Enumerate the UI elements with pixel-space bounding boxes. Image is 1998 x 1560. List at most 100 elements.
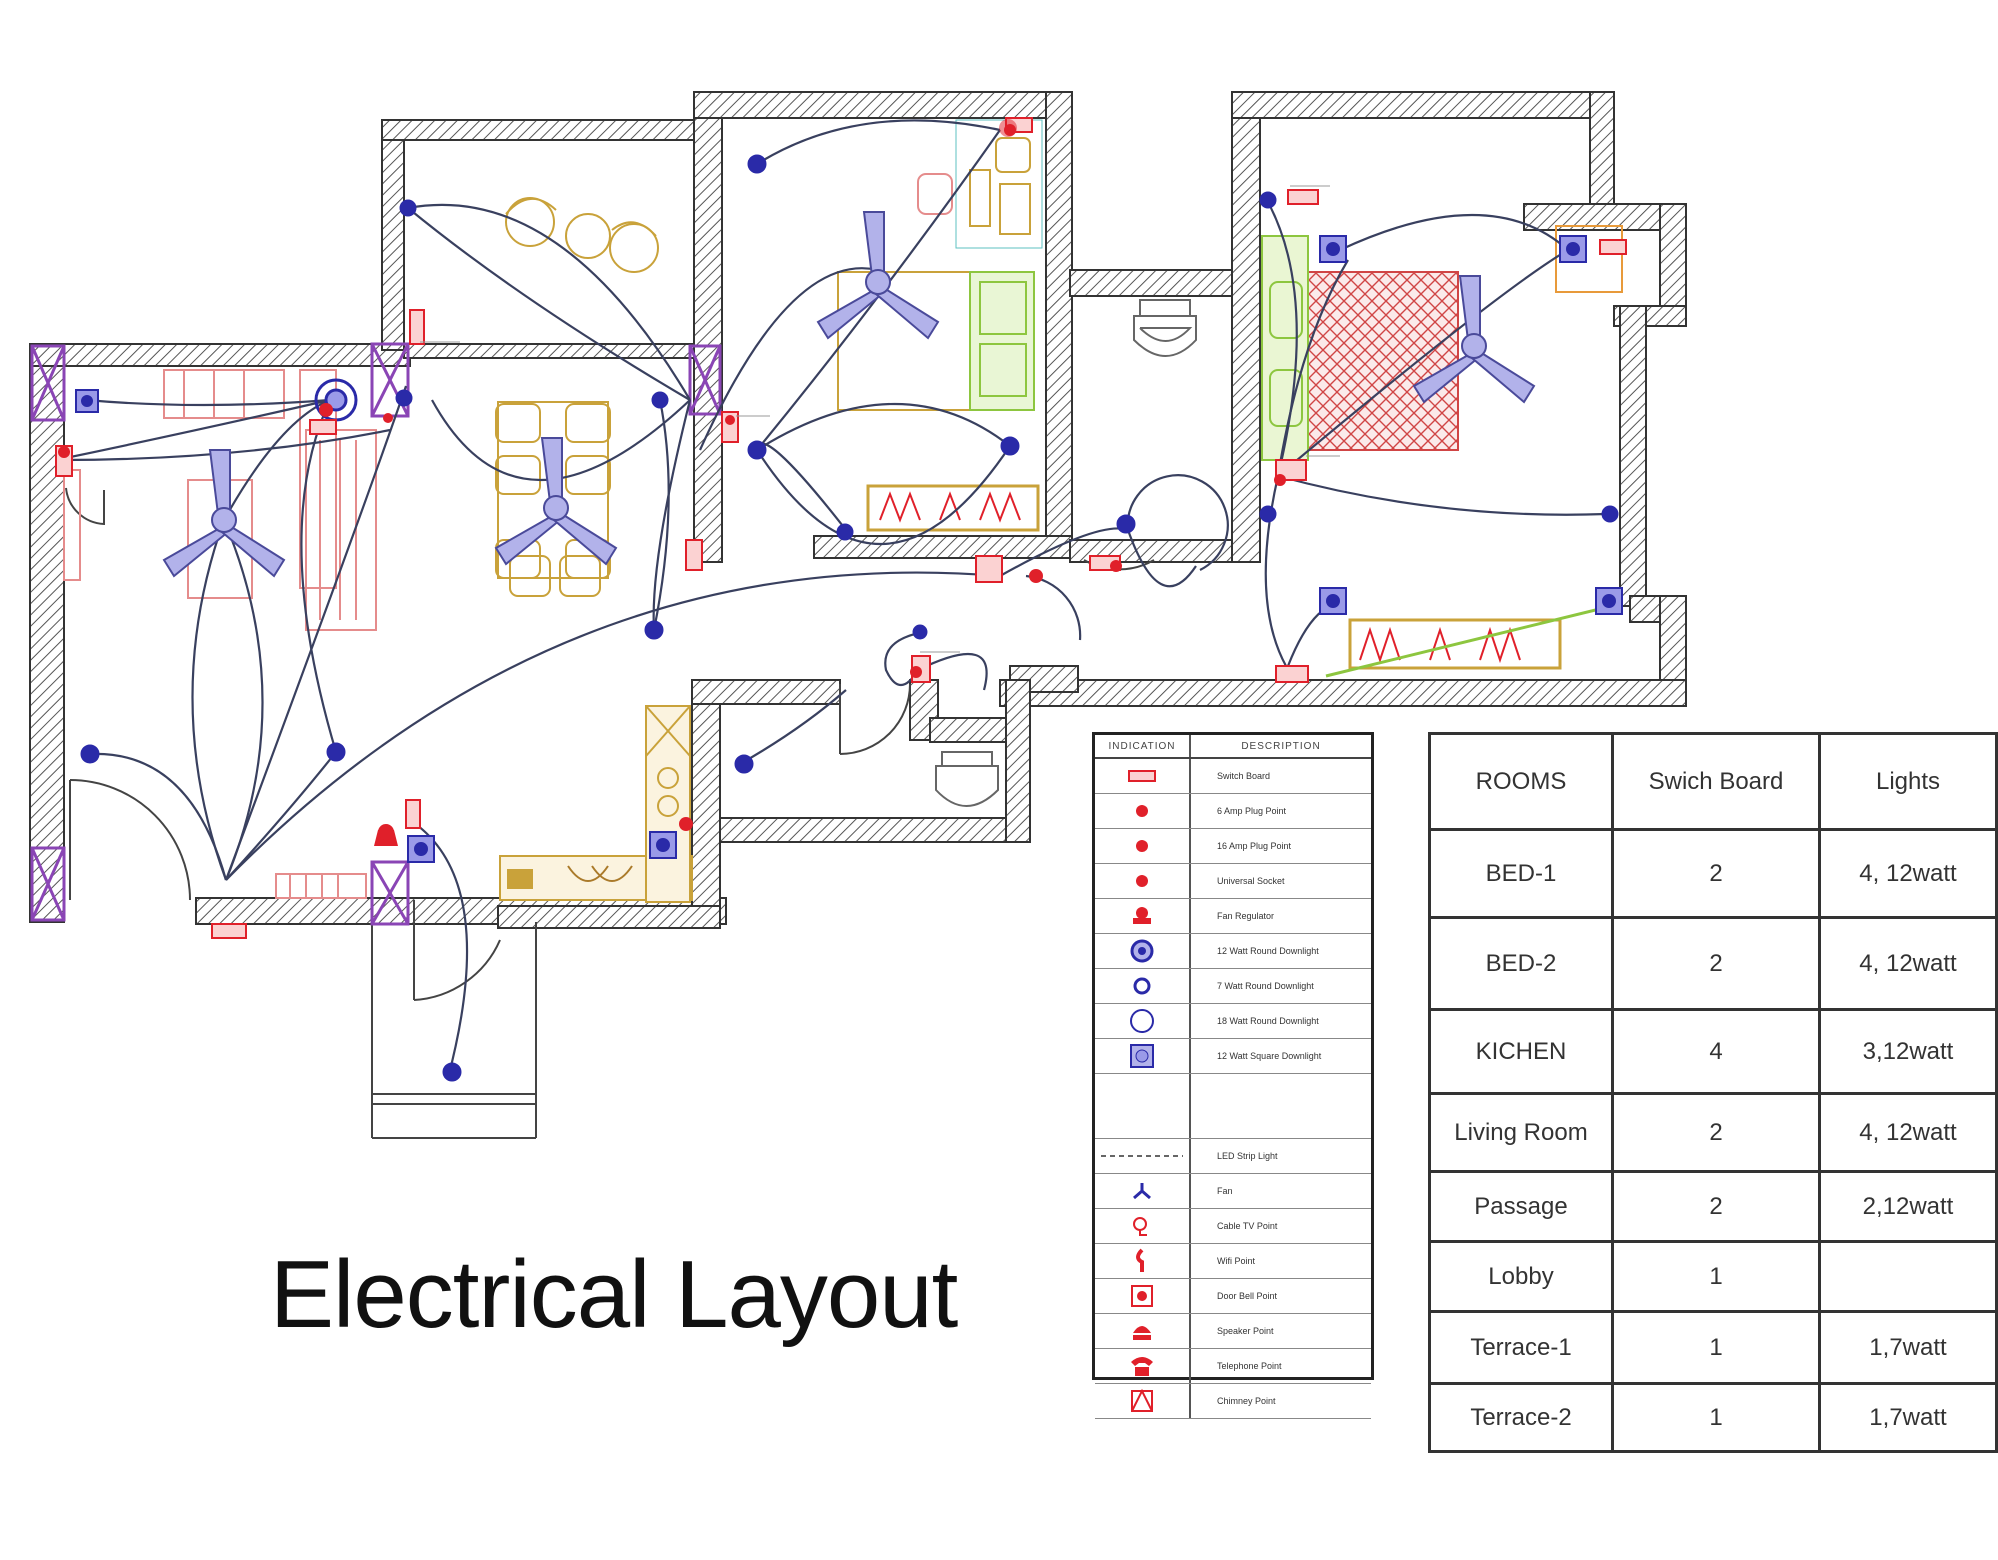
wall-segment [693, 91, 1073, 119]
switch-board-icon [1095, 759, 1191, 793]
wall-segment [1005, 679, 1031, 843]
downlight-7w-round-icon [1095, 969, 1191, 1003]
terrace-chairs [505, 197, 659, 273]
legend-label: 12 Watt Square Downlight [1217, 1051, 1322, 1061]
wall-segment [1619, 305, 1647, 607]
wifi-point-icon [1095, 1244, 1191, 1278]
wall-segment [1069, 269, 1241, 297]
blank-icon [1095, 1074, 1191, 1138]
table-cell: 4, 12watt [1818, 828, 1998, 919]
square-downlights [75, 235, 1623, 863]
legend-row: 12 Watt Square Downlight [1095, 1039, 1371, 1074]
furniture [63, 119, 1623, 903]
legend-row: Fan Regulator [1095, 899, 1371, 934]
universal-socket-icon [1095, 864, 1191, 898]
led-strip-icon [1095, 1139, 1191, 1173]
table-cell: Living Room [1428, 1092, 1614, 1173]
rooms-table-header-cell: Lights [1818, 732, 1998, 831]
toilet-1 [1133, 299, 1197, 357]
table-cell: 3,12watt [1818, 1008, 1998, 1095]
table-cell: 1 [1611, 1382, 1821, 1453]
legend-header-description: DESCRIPTION [1241, 740, 1321, 752]
table-cell: 1,7watt [1818, 1310, 1998, 1385]
table-cell: 1 [1611, 1310, 1821, 1385]
shoe-rack [275, 873, 367, 899]
legend-label: Universal Socket [1217, 876, 1285, 886]
legend-row: Cable TV Point [1095, 1209, 1371, 1244]
wall-segment [693, 91, 723, 563]
legend-row: 18 Watt Round Downlight [1095, 1004, 1371, 1039]
legend-row: Universal Socket [1095, 864, 1371, 899]
legend-label: Telephone Point [1217, 1361, 1282, 1371]
rooms-table-header-cell: Swich Board [1611, 732, 1821, 831]
table-cell: Terrace-1 [1428, 1310, 1614, 1385]
table-cell: Terrace-2 [1428, 1382, 1614, 1453]
wall-segment [497, 905, 721, 929]
table-cell: 2,12watt [1818, 1170, 1998, 1243]
legend-label: 12 Watt Round Downlight [1217, 946, 1319, 956]
legend-row: Telephone Point [1095, 1349, 1371, 1384]
table-cell: 2 [1611, 1092, 1821, 1173]
table-cell: KICHEN [1428, 1008, 1614, 1095]
bed-1-furniture [837, 119, 1043, 532]
legend-label: 6 Amp Plug Point [1217, 806, 1287, 816]
legend-label: Door Bell Point [1217, 1291, 1278, 1301]
drawing-title: Electrical Layout [270, 1241, 958, 1348]
ceiling-fans [162, 211, 1536, 578]
table-cell: 2 [1611, 916, 1821, 1011]
downlights [80, 154, 1619, 1082]
window-frame [30, 344, 66, 422]
wall-segment [1231, 91, 1611, 119]
fan-regulator-icon [1095, 899, 1191, 933]
plan-callouts [420, 185, 1340, 653]
table-cell: BED-1 [1428, 828, 1614, 919]
table-cell: 2 [1611, 828, 1821, 919]
table-cell: Lobby [1428, 1240, 1614, 1313]
table-cell: 1 [1611, 1240, 1821, 1313]
wall-segment [29, 343, 65, 923]
legend-row: 12 Watt Round Downlight [1095, 934, 1371, 969]
legend-label: 18 Watt Round Downlight [1217, 1016, 1319, 1026]
wall-segment [691, 679, 721, 923]
table-cell: 2 [1611, 1170, 1821, 1243]
wall-segment [999, 679, 1687, 707]
toilet-2 [935, 751, 999, 807]
wall-segment [1589, 91, 1615, 217]
table-cell: 1,7watt [1818, 1382, 1998, 1453]
door-bell-icon [1095, 1279, 1191, 1313]
legend-row: Wifi Point [1095, 1244, 1371, 1279]
fan-icon [494, 437, 618, 566]
legend-label: 16 Amp Plug Point [1217, 841, 1292, 851]
legend-label: Switch Board [1217, 771, 1271, 781]
legend-header: INDICATION DESCRIPTION [1095, 735, 1371, 759]
bed-2-furniture [1261, 225, 1623, 678]
legend-row: Fan [1095, 1174, 1371, 1209]
fan-icon [162, 449, 286, 578]
window-frame [688, 344, 722, 416]
legend-row: LED Strip Light [1095, 1139, 1371, 1174]
legend-label: Chimney Point [1217, 1396, 1276, 1406]
telephone-point-icon [1095, 1349, 1191, 1383]
wall-segment [691, 679, 841, 705]
legend-row: 7 Watt Round Downlight [1095, 969, 1371, 1004]
table-cell: Passage [1428, 1170, 1614, 1243]
legend-row: 16 Amp Plug Point [1095, 829, 1371, 864]
legend-label: 7 Watt Round Downlight [1217, 981, 1314, 991]
plug-16amp-icon [1095, 829, 1191, 863]
legend-label [1191, 1074, 1371, 1138]
chimney-point-icon [1095, 1384, 1191, 1418]
table-cell: BED-2 [1428, 916, 1614, 1011]
rooms-table-header-cell: ROOMS [1428, 732, 1614, 831]
wall-segment [29, 343, 411, 367]
kitchen-counter [499, 705, 693, 903]
wiring [55, 119, 1620, 1079]
